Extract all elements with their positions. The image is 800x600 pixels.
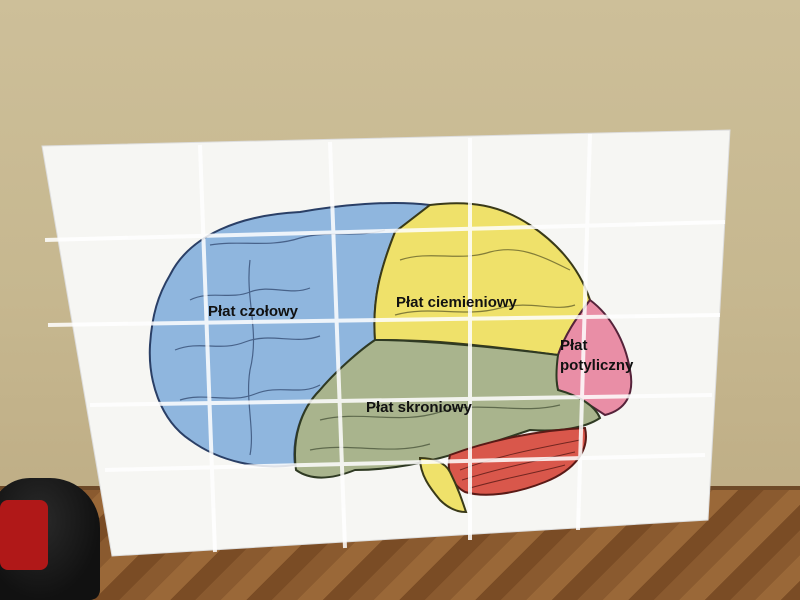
brainstem	[418, 456, 468, 514]
cerebellum-folia	[459, 439, 581, 489]
red-bag-detail	[0, 500, 48, 570]
frontal-lobe-label: Płat czołowy	[208, 303, 299, 320]
frontal-gyri	[174, 229, 386, 456]
occipital-lobe-label-line1: Płat	[560, 337, 588, 354]
temporal-lobe-label: Płat skroniowy	[366, 399, 473, 416]
parietal-gyri	[394, 249, 576, 316]
temporal-gyri	[309, 404, 561, 451]
occipital-lobe-label-line2: potyliczny	[560, 357, 634, 374]
parietal-lobe-label: Płat ciemieniowy	[396, 294, 518, 311]
sheet-seams	[44, 133, 726, 553]
